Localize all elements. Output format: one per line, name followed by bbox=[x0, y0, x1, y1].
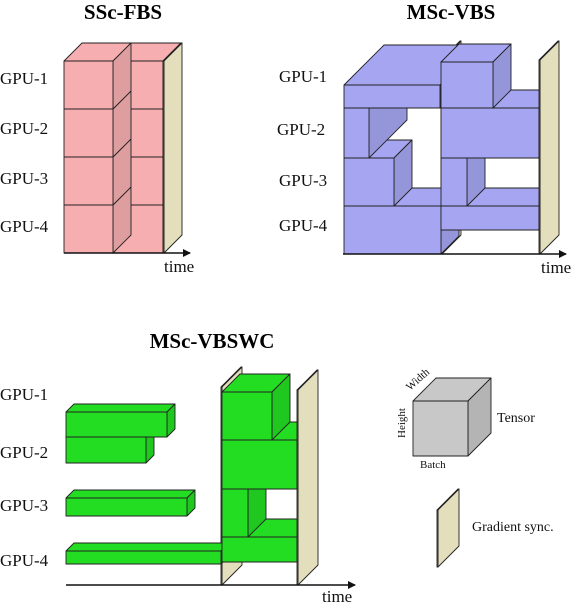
fbs-block-col1-row1 bbox=[63, 42, 132, 110]
vbs-block-p1-gpu3-front bbox=[343, 157, 395, 207]
vbs-block-p2-gpu2-front bbox=[440, 107, 540, 159]
panel-title-vbswc: MSc-VBSWC bbox=[150, 329, 275, 353]
vbswc-block-p2-gpu4-front bbox=[221, 536, 298, 563]
vbswc-gradient-sync-2-side bbox=[297, 369, 319, 586]
vbswc-block-p1-gpu4-top bbox=[65, 542, 230, 552]
gpu-label-1: GPU-1 bbox=[279, 67, 327, 86]
fbs-gradient-sync-side bbox=[163, 42, 183, 254]
fbs-block-col1-row4-front bbox=[63, 204, 114, 254]
time-axis-label: time bbox=[164, 257, 194, 276]
vbs-gradient-sync-2-side bbox=[539, 40, 560, 255]
gpu-label-3: GPU-3 bbox=[279, 171, 327, 190]
vbswc-block-p2-gpu2-front bbox=[221, 439, 298, 490]
fbs-blocks bbox=[63, 42, 183, 254]
gpu-label-4: GPU-4 bbox=[0, 551, 49, 570]
time-axis-label: time bbox=[541, 258, 571, 277]
vbswc-block-p2-gpu1-front bbox=[221, 391, 273, 441]
fbs-gradient-sync-front bbox=[162, 60, 165, 254]
legend-shapes bbox=[412, 377, 492, 568]
legend-tensor-cube-front bbox=[412, 400, 469, 457]
legend: Height Width Batch Tensor Gradient sync. bbox=[396, 366, 554, 568]
legend-sync-slab-side bbox=[437, 488, 460, 568]
vbswc-block-p1-gpu2-front bbox=[65, 436, 147, 464]
vbswc-block-p1-gpu1 bbox=[65, 403, 176, 438]
vbswc-block-p1-gpu3 bbox=[65, 489, 196, 517]
panel-msc-vbs: MSc-VBS GPU-1 GPU-2 GPU-3 GPU-4 time bbox=[277, 0, 571, 277]
fbs-block-col1-row3-front bbox=[63, 156, 114, 206]
panel-title-fbs: SSc-FBS bbox=[84, 0, 162, 24]
legend-dim-height: Height bbox=[396, 408, 408, 438]
vbswc-blocks bbox=[65, 366, 319, 586]
gpu-label-1: GPU-1 bbox=[0, 69, 48, 88]
gpu-label-4: GPU-4 bbox=[279, 216, 328, 235]
gpu-label-3: GPU-3 bbox=[0, 169, 48, 188]
vbs-gradient-sync-2-front bbox=[538, 59, 541, 255]
vbs-block-p1-gpu1-front bbox=[343, 84, 441, 109]
legend-sync-slab-front bbox=[436, 509, 439, 568]
vbswc-block-p1-gpu4-front bbox=[65, 550, 222, 565]
time-axis-label: time bbox=[322, 587, 352, 604]
fbs-block-col1-row1-front bbox=[63, 60, 114, 110]
gpu-label-1: GPU-1 bbox=[0, 385, 48, 404]
vbswc-block-p2-gpu3-front bbox=[221, 488, 249, 538]
fbs-block-col1-row2-front bbox=[63, 108, 114, 158]
fbs-gradient-sync bbox=[162, 42, 183, 254]
vbs-block-p2-gpu1 bbox=[440, 43, 512, 109]
vbs-block-p2-gpu4-front bbox=[440, 205, 540, 231]
legend-sync-label: Gradient sync. bbox=[472, 520, 554, 535]
vbswc-gradient-sync-2 bbox=[296, 369, 319, 586]
vbswc-block-p1-gpu3-front bbox=[65, 497, 188, 517]
gpu-label-3: GPU-3 bbox=[0, 496, 48, 515]
legend-dim-batch: Batch bbox=[420, 459, 446, 471]
gpu-label-2: GPU-2 bbox=[277, 120, 325, 139]
vbswc-block-p1-gpu4 bbox=[65, 542, 230, 565]
vbswc-block-p1-gpu1-top bbox=[65, 403, 176, 413]
vbs-block-p1-gpu3 bbox=[343, 139, 413, 207]
legend-tensor-cube bbox=[412, 377, 492, 457]
vbs-gradient-sync-2 bbox=[538, 40, 560, 255]
vbs-blocks bbox=[343, 40, 560, 255]
gpu-label-4: GPU-4 bbox=[0, 217, 49, 236]
vbswc-block-p2-gpu1 bbox=[221, 373, 291, 441]
panel-title-vbs: MSc-VBS bbox=[407, 0, 496, 24]
vbswc-block-p1-gpu3-top bbox=[65, 489, 196, 499]
panel-msc-vbswc: MSc-VBSWC GPU-1 GPU-2 GPU-3 GPU-4 time bbox=[0, 329, 356, 606]
vbs-block-p1-gpu2-front bbox=[343, 107, 370, 159]
vbs-block-p2-gpu3-front bbox=[440, 157, 468, 207]
legend-tensor-label: Tensor bbox=[497, 411, 535, 426]
vbs-block-p1-gpu4-front bbox=[343, 205, 442, 255]
gpu-label-2: GPU-2 bbox=[0, 119, 48, 138]
vbswc-block-p1-gpu1-front bbox=[65, 411, 168, 438]
gpu-label-2: GPU-2 bbox=[0, 443, 48, 462]
panel-ssc-fbs: SSc-FBS GPU-1 GPU-2 GPU-3 GPU-4 time bbox=[0, 0, 194, 276]
vbs-block-p2-gpu1-front bbox=[440, 61, 494, 109]
legend-sync-slab bbox=[436, 488, 460, 568]
vbswc-gradient-sync-2-front bbox=[296, 389, 299, 586]
